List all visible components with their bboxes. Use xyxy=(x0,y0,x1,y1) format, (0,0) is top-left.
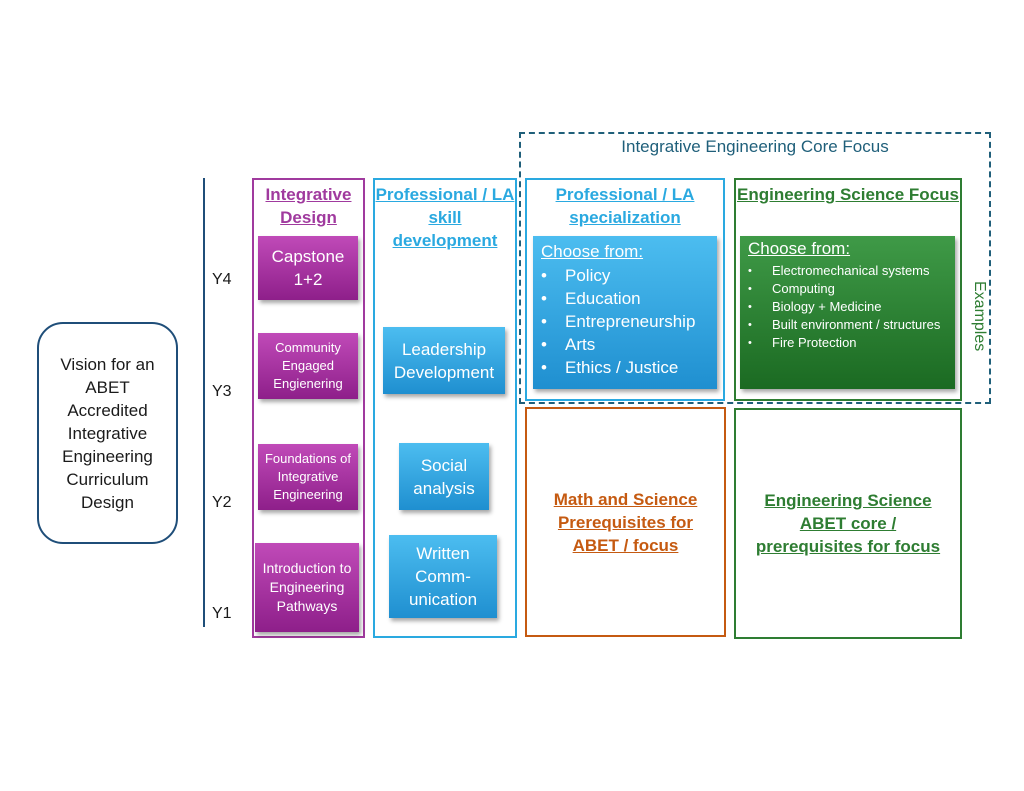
engineering-science-focus-column xyxy=(734,178,962,401)
math-science-label: Math and Science Prerequisites for ABET … xyxy=(553,489,698,555)
engscience-item: Built environment / structures xyxy=(748,316,947,334)
specialization-list: Policy Education Entrepreneurship Arts E… xyxy=(541,264,709,379)
specialization-options-card: Choose from: Policy Education Entreprene… xyxy=(533,236,717,389)
professional-specialization-column xyxy=(525,178,725,401)
year-label-y4: Y4 xyxy=(212,271,232,288)
leadership-label: Leadership Development xyxy=(393,339,495,382)
engscience-item: Computing xyxy=(748,280,947,298)
community-engaged-label: Community Engaged Engienering xyxy=(273,340,343,391)
specialization-item: Entrepreneurship xyxy=(541,310,709,333)
math-science-box: Math and Science Prerequisites for ABET … xyxy=(525,407,726,637)
specialization-item: Ethics / Justice xyxy=(541,356,709,379)
engscience-item: Electromechanical systems xyxy=(748,262,947,280)
engineering-core-box: Engineering Science ABET core / prerequi… xyxy=(734,408,962,639)
core-focus-frame xyxy=(519,132,991,404)
capstone-card: Capstone 1+2 xyxy=(258,236,358,300)
intro-pathways-card: Introduction to Engineering Pathways xyxy=(255,543,359,632)
engscience-choose-label: Choose from: xyxy=(748,239,851,258)
professional-specialization-header: Professional / LA specialization xyxy=(555,185,695,227)
year-label-y2: Y2 xyxy=(212,494,232,511)
professional-skill-header: Professional / LA skill development xyxy=(375,185,515,250)
year-label-y1: Y1 xyxy=(212,605,232,622)
social-analysis-card: Social analysis xyxy=(399,443,489,510)
foundations-card: Foundations of Integrative Engineering xyxy=(258,444,358,510)
intro-pathways-label: Introduction to Engineering Pathways xyxy=(262,560,352,614)
year-label-y3: Y3 xyxy=(212,383,232,400)
core-focus-label: Integrative Engineering Core Focus xyxy=(621,137,889,156)
specialization-item: Arts xyxy=(541,333,709,356)
integrative-design-header: Integrative Design xyxy=(265,185,352,227)
professional-skill-column xyxy=(373,178,517,638)
engineering-core-label: Engineering Science ABET core / prerequi… xyxy=(755,491,941,556)
capstone-label: Capstone 1+2 xyxy=(271,247,345,289)
engscience-list: Electromechanical systems Computing Biol… xyxy=(748,262,947,352)
examples-label: Examples xyxy=(971,281,988,352)
written-communication-label: Written Comm-unication xyxy=(408,544,478,609)
social-analysis-label: Social analysis xyxy=(413,455,475,498)
community-engaged-card: Community Engaged Engienering xyxy=(258,333,358,399)
engineering-science-options-card: Choose from: Electromechanical systems C… xyxy=(740,236,955,389)
leadership-card: Leadership Development xyxy=(383,327,505,394)
specialization-choose-label: Choose from: xyxy=(541,242,644,261)
foundations-label: Foundations of Integrative Engineering xyxy=(264,451,351,502)
vision-box: Vision for an ABET Accredited Integrativ… xyxy=(37,322,178,544)
specialization-item: Policy xyxy=(541,264,709,287)
engscience-item: Fire Protection xyxy=(748,334,947,352)
integrative-design-column xyxy=(252,178,365,638)
timeline-line xyxy=(203,178,205,627)
vision-text: Vision for an ABET Accredited Integrativ… xyxy=(60,354,155,512)
engscience-item: Biology + Medicine xyxy=(748,298,947,316)
engineering-science-focus-header: Engineering Science Focus xyxy=(736,185,959,204)
written-communication-card: Written Comm-unication xyxy=(389,535,497,618)
specialization-item: Education xyxy=(541,287,709,310)
